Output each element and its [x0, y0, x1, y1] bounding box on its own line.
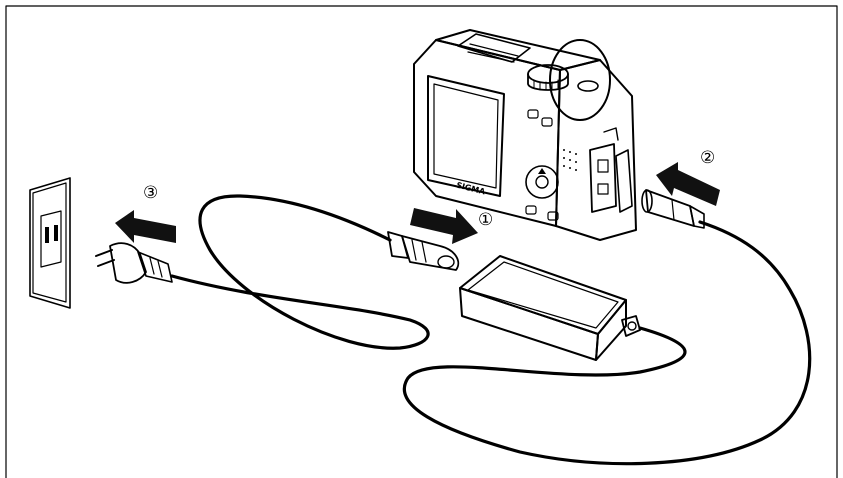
ac-plug — [95, 242, 173, 284]
diagram-frame — [5, 5, 838, 478]
ac-adapter — [459, 255, 641, 361]
step-3-label: ③ — [143, 183, 159, 203]
step-3-arrow — [115, 210, 176, 243]
step-1-arrow — [410, 208, 478, 244]
wall-outlet — [29, 177, 71, 309]
step-2-arrow — [656, 162, 720, 206]
dc-cable — [402, 220, 812, 466]
step-2-label: ② — [700, 148, 716, 168]
dc-plug — [641, 189, 705, 229]
step-1-label: ① — [478, 210, 494, 230]
camera — [413, 29, 637, 241]
power-cord — [170, 194, 430, 350]
power-cord-connector — [387, 231, 460, 271]
